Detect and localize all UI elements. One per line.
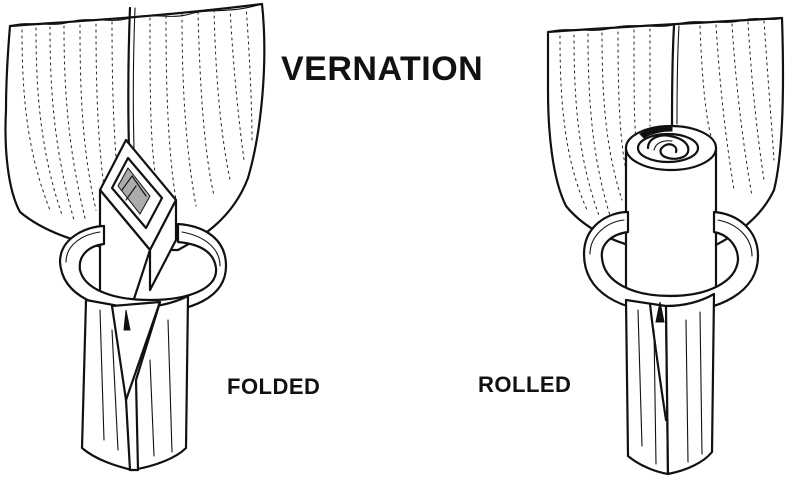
diagram-title: VERNATION bbox=[281, 50, 483, 88]
rolled-vernation-illustration bbox=[548, 18, 783, 474]
folded-vernation-illustration bbox=[6, 4, 265, 470]
rolled-label: ROLLED bbox=[478, 372, 571, 397]
folded-label: FOLDED bbox=[227, 374, 320, 399]
